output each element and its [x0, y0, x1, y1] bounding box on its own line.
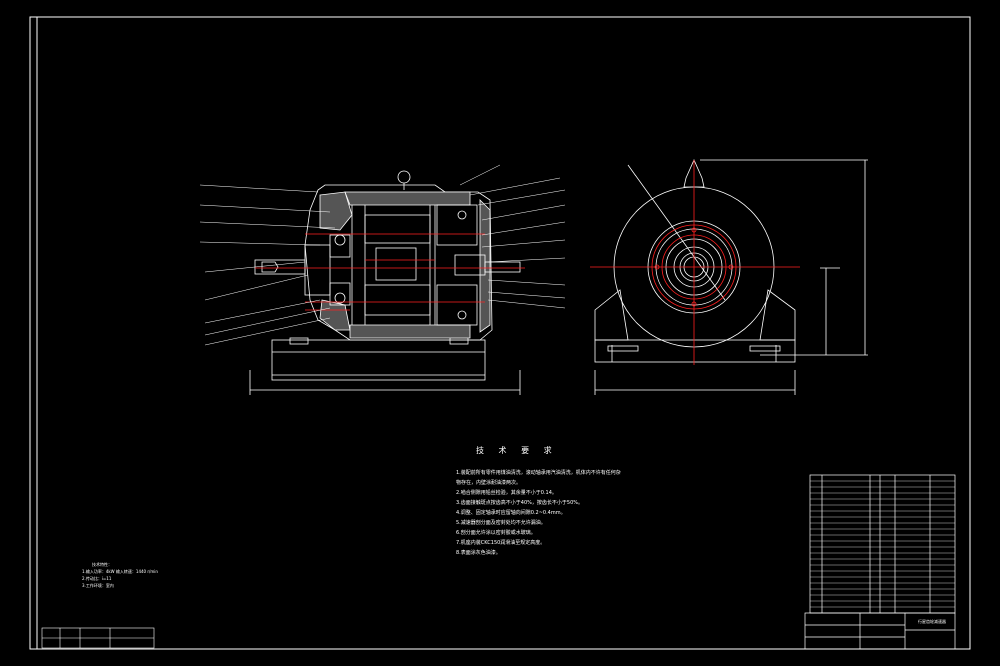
side-view: [594, 159, 868, 395]
characteristic-line: 2.传动比：i=11: [82, 576, 112, 581]
title-block: [804, 612, 956, 650]
parts-list-rows: [810, 480, 955, 608]
parts-list-table: [809, 474, 956, 614]
drawing-title: 行星齿轮减速器: [918, 619, 946, 624]
front-centerlines: [255, 233, 525, 311]
requirement-line: 1.装配前所有零件用煤油清洗，滚动轴承用汽油清洗，机体内不许有任何杂: [456, 470, 621, 476]
requirement-line: 6.剖分面允许涂以密封胶或水玻璃。: [456, 530, 536, 536]
leader-lines: [199, 164, 566, 346]
requirement-line: 7.机座内装CKC150润滑油至规定高度。: [456, 540, 546, 546]
characteristic-line: 3.工作环境：室内: [82, 583, 114, 588]
requirement-line: 3.齿面接触斑点按齿高不小于40%，按齿长不小于50%。: [456, 500, 583, 506]
requirement-line: 8.表面涂灰色油漆。: [456, 550, 501, 556]
requirement-line: 物存在，内壁涂耐油漆两次。: [456, 480, 522, 486]
revision-table: [41, 627, 155, 649]
requirement-line: 4.调整、固定轴承时应留轴向间隙0.2~0.4mm。: [456, 510, 566, 516]
requirement-line: 5.减速器剖分面及密封处均不允许漏油。: [456, 520, 546, 526]
requirement-line: 2.啮合侧隙用铅丝检验，其余量不小于0.14。: [456, 490, 557, 496]
requirements-title: 技 术 要 求: [476, 446, 558, 455]
side-view-red: [590, 160, 800, 365]
characteristics-title: 技术特性：: [92, 562, 112, 567]
characteristic-line: 1.输入功率：4kW 输入转速：1440 r/min: [82, 569, 158, 574]
front-section-view: [249, 170, 521, 395]
drawing-frame: [29, 16, 971, 650]
